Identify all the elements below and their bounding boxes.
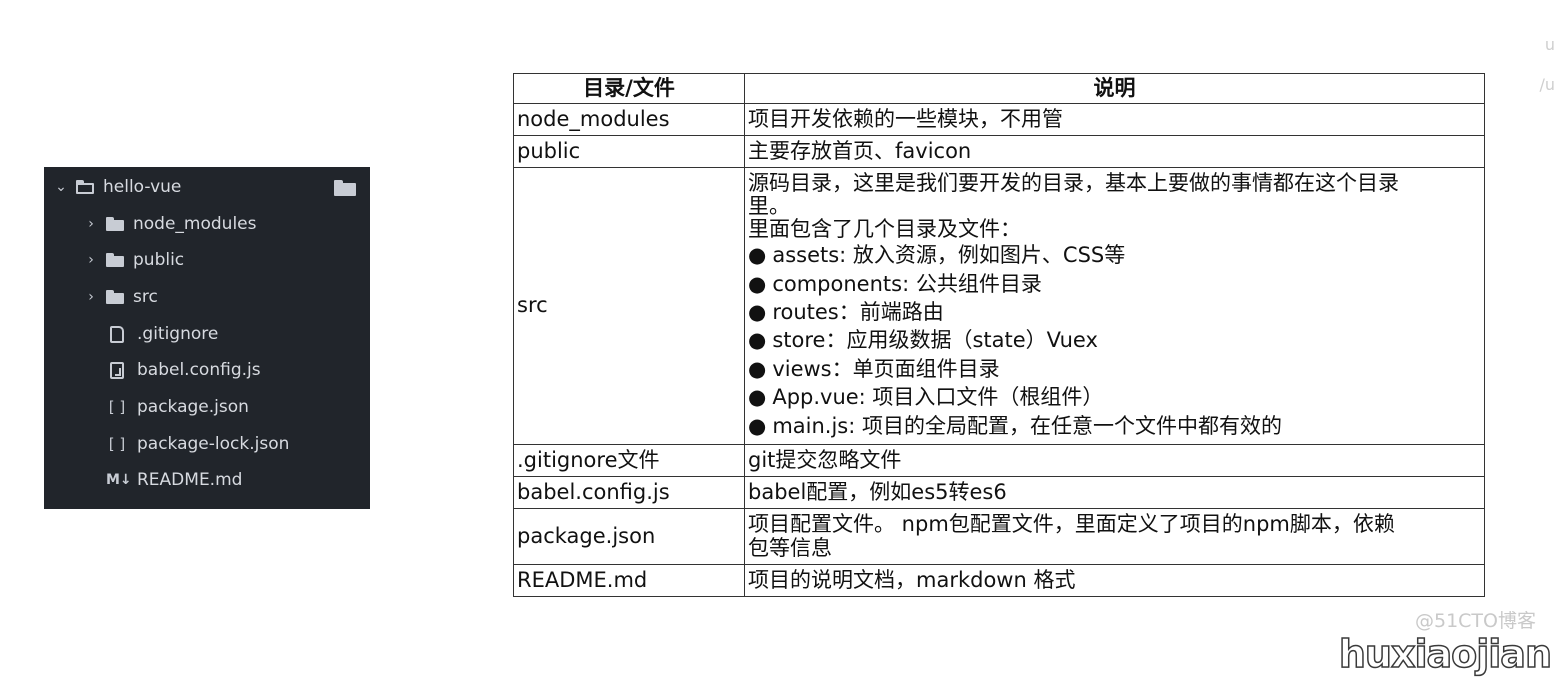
chevron-right-icon[interactable]: › — [88, 289, 94, 305]
cell-name: babel.config.js — [513, 476, 745, 509]
tree-item-label: public — [133, 250, 185, 270]
bullet-item: ●App.vue: 项目入口文件（根组件） — [748, 383, 1481, 411]
cell-name: README.md — [513, 564, 745, 597]
bullet-text: App.vue: 项目入口文件（根组件） — [772, 385, 1104, 410]
cell-description: 项目的说明文档，markdown 格式 — [744, 564, 1485, 597]
cell-name: public — [513, 135, 745, 168]
table-row: babel.config.js babel配置，例如es5转es6 — [513, 476, 1485, 509]
column-header-description: 说明 — [744, 73, 1485, 104]
table-row: package.json 项目配置文件。 npm包配置文件，里面定义了项目的np… — [513, 508, 1485, 565]
tree-item-package-lock-json[interactable]: [ ] package-lock.json — [106, 429, 290, 459]
table-row: src 源码目录，这里是我们要开发的目录，基本上要做的事情都在这个目录 里。 里… — [513, 167, 1485, 445]
json-file-icon: [ ] — [108, 398, 126, 416]
description-line: 包等信息 — [748, 535, 832, 560]
json-file-icon: [ ] — [108, 435, 126, 453]
cell-name: .gitignore文件 — [513, 444, 745, 477]
description-line: 里。 — [748, 194, 790, 219]
bullet-text: views：单页面组件目录 — [772, 356, 1000, 381]
author-watermark: huxiaojian — [1338, 631, 1553, 677]
cell-description: 项目开发依赖的一些模块，不用管 — [744, 103, 1485, 136]
table-header-row: 目录/文件 说明 — [513, 73, 1485, 104]
bullet-text: components: 公共组件目录 — [772, 271, 1042, 296]
tree-root-folder[interactable]: ⌄ hello-vue — [52, 172, 356, 202]
table-row: README.md 项目的说明文档，markdown 格式 — [513, 564, 1485, 597]
file-icon — [110, 325, 124, 343]
bullet-dot: ● — [748, 243, 767, 268]
cell-description: git提交忽略文件 — [744, 444, 1485, 477]
description-line: 项目配置文件。 npm包配置文件，里面定义了项目的npm脚本，依赖 — [748, 512, 1395, 537]
tree-root-label: hello-vue — [103, 177, 182, 197]
bullet-item: ●main.js: 项目的全局配置，在任意一个文件中都有效的 — [748, 412, 1481, 440]
table-row: public 主要存放首页、favicon — [513, 135, 1485, 168]
tree-item-label: package-lock.json — [137, 434, 290, 454]
description-line: 源码目录，这里是我们要开发的目录，基本上要做的事情都在这个目录 — [748, 171, 1399, 196]
bullet-dot: ● — [748, 356, 767, 381]
tree-item-public[interactable]: › public — [82, 245, 184, 275]
folder-open-icon — [76, 180, 94, 194]
tree-item-babel-config[interactable]: babel.config.js — [106, 355, 261, 385]
tree-item-package-json[interactable]: [ ] package.json — [106, 392, 249, 422]
js-file-icon — [110, 361, 124, 379]
cell-description: 源码目录，这里是我们要开发的目录，基本上要做的事情都在这个目录 里。 里面包含了… — [744, 167, 1485, 445]
tree-item-gitignore[interactable]: .gitignore — [106, 319, 218, 349]
cell-name: src — [513, 167, 745, 445]
cell-description: 主要存放首页、favicon — [744, 135, 1485, 168]
bullet-dot: ● — [748, 271, 767, 296]
folder-icon — [106, 290, 124, 304]
cell-name: node_modules — [513, 103, 745, 136]
bullet-dot: ● — [748, 413, 767, 438]
tree-item-label: babel.config.js — [137, 360, 261, 380]
chevron-right-icon[interactable]: › — [88, 216, 94, 232]
tree-item-label: .gitignore — [137, 324, 219, 344]
bullet-item: ●store：应用级数据（state）Vuex — [748, 326, 1481, 354]
edge-mark: u — [1544, 35, 1555, 54]
chevron-down-icon[interactable]: ⌄ — [55, 179, 67, 195]
table-row: node_modules 项目开发依赖的一些模块，不用管 — [513, 103, 1485, 136]
cell-name: package.json — [513, 508, 745, 565]
tree-item-src[interactable]: › src — [82, 282, 158, 312]
bullet-item: ●components: 公共组件目录 — [748, 270, 1481, 298]
markdown-file-icon: M↓ — [106, 472, 132, 488]
table-row: .gitignore文件 git提交忽略文件 — [513, 444, 1485, 477]
bullet-text: assets: 放入资源，例如图片、CSS等 — [772, 243, 1126, 268]
directory-description-table: 目录/文件 说明 node_modules 项目开发依赖的一些模块，不用管 pu… — [513, 73, 1485, 597]
tree-item-readme[interactable]: M↓ README.md — [106, 465, 242, 495]
bullet-dot: ● — [748, 385, 767, 410]
cell-description: 项目配置文件。 npm包配置文件，里面定义了项目的npm脚本，依赖 包等信息 — [744, 508, 1485, 565]
folder-icon — [106, 253, 124, 267]
edge-mark: /u — [1539, 75, 1555, 94]
tree-item-label: README.md — [137, 470, 243, 490]
bullet-dot: ● — [748, 328, 767, 353]
tree-item-label: node_modules — [133, 214, 257, 234]
tree-item-node-modules[interactable]: › node_modules — [82, 209, 257, 239]
bullet-text: store：应用级数据（state）Vuex — [772, 328, 1098, 353]
description-line: 里面包含了几个目录及文件： — [748, 217, 1021, 242]
folder-icon — [106, 217, 124, 231]
bullet-dot: ● — [748, 300, 767, 325]
column-header-name: 目录/文件 — [513, 73, 745, 104]
tree-item-label: package.json — [137, 397, 249, 417]
cell-description: babel配置，例如es5转es6 — [744, 476, 1485, 509]
chevron-right-icon[interactable]: › — [88, 252, 94, 268]
bullet-text: routes：前端路由 — [772, 300, 944, 325]
file-explorer-panel: ⌄ hello-vue › node_modules › public › sr… — [44, 167, 370, 509]
bullet-text: main.js: 项目的全局配置，在任意一个文件中都有效的 — [772, 413, 1282, 438]
new-folder-icon[interactable] — [334, 180, 356, 196]
edge-marks: u /u — [1539, 25, 1555, 105]
site-watermark: @51CTO博客 — [1414, 610, 1536, 632]
tree-item-label: src — [133, 287, 158, 307]
bullet-item: ●routes：前端路由 — [748, 298, 1481, 326]
bullet-item: ●assets: 放入资源，例如图片、CSS等 — [748, 241, 1481, 269]
bullet-item: ●views：单页面组件目录 — [748, 355, 1481, 383]
